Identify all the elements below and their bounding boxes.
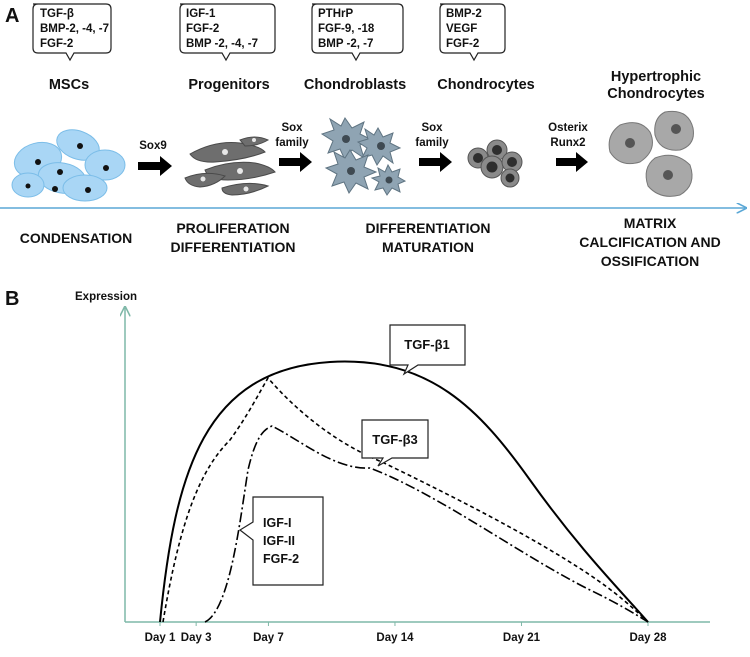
transition-osterix-runx2: Osterix Runx2 bbox=[548, 122, 588, 172]
x-tick-label: Day 7 bbox=[253, 632, 284, 644]
transition-label: Runx2 bbox=[550, 137, 585, 149]
stage-mscs: MSCs bbox=[49, 77, 89, 93]
callout-tgf-b1: TGF-β1 bbox=[389, 324, 466, 376]
x-tick-label: Day 28 bbox=[629, 632, 667, 644]
arrow-right-icon bbox=[138, 156, 172, 176]
series-line-igf bbox=[204, 425, 649, 623]
stage-hypertrophic-2: Chondrocytes bbox=[607, 86, 705, 102]
y-axis-label: Expression bbox=[75, 291, 137, 303]
callout-tgf-b3: TGF-β3 bbox=[361, 419, 429, 467]
factor-text: IGF-1 bbox=[186, 8, 216, 20]
transition-label: Sox bbox=[421, 122, 443, 134]
x-tick-label: Day 14 bbox=[376, 632, 414, 644]
callout-label: FGF-2 bbox=[263, 552, 299, 566]
factor-box-chondroblasts: PTHrP FGF-9, -18 BMP -2, -7 bbox=[311, 3, 404, 62]
x-tick-label: Day 3 bbox=[181, 632, 212, 644]
msc-cells-image bbox=[11, 129, 126, 202]
arrow-right-icon bbox=[419, 152, 452, 172]
chondrocyte-cells-image bbox=[467, 139, 523, 188]
series-line-tgf-b3 bbox=[162, 376, 649, 623]
factor-text: FGF-2 bbox=[40, 38, 73, 50]
transition-label: Sox bbox=[281, 122, 303, 134]
x-tick-label: Day 1 bbox=[145, 632, 176, 644]
factor-text: FGF-9, -18 bbox=[318, 23, 375, 35]
callout-label: IGF-II bbox=[263, 534, 295, 548]
progenitor-cells-image bbox=[184, 136, 276, 196]
factor-text: BMP-2 bbox=[446, 8, 482, 20]
factor-text: VEGF bbox=[446, 23, 477, 35]
factor-text: BMP -2, -7 bbox=[318, 38, 373, 50]
chondroblast-cells-image bbox=[320, 117, 407, 196]
transition-sox9: Sox9 bbox=[138, 140, 172, 176]
stage-chondrocytes: Chondrocytes bbox=[437, 77, 535, 93]
callout-label: TGF-β3 bbox=[372, 432, 418, 447]
factor-text: BMP -2, -4, -7 bbox=[186, 38, 258, 50]
factor-box-mscs: TGF-β BMP-2, -4, -7 FGF-2 bbox=[32, 3, 112, 62]
callout-label: TGF-β1 bbox=[404, 337, 450, 352]
process-differentiation-2: DIFFERENTIATION bbox=[366, 220, 491, 236]
callout-igf: IGF-I IGF-II FGF-2 bbox=[238, 496, 324, 586]
factor-text: PTHrP bbox=[318, 8, 353, 20]
callout-label: IGF-I bbox=[263, 516, 291, 530]
arrow-right-icon bbox=[279, 152, 312, 172]
stage-chondroblasts: Chondroblasts bbox=[304, 77, 406, 93]
transition-label: family bbox=[275, 137, 309, 149]
factor-text: FGF-2 bbox=[186, 23, 219, 35]
panel-a-label: A bbox=[5, 5, 19, 27]
factor-text: BMP-2, -4, -7 bbox=[40, 23, 109, 35]
hypertrophic-cells-image bbox=[608, 110, 694, 197]
factor-box-progenitors: IGF-1 FGF-2 BMP -2, -4, -7 bbox=[179, 3, 276, 62]
stage-progenitors: Progenitors bbox=[188, 77, 269, 93]
process-matrix: MATRIX bbox=[624, 215, 677, 231]
x-tick-label: Day 21 bbox=[503, 632, 541, 644]
transition-sox-family-2: Sox family bbox=[415, 122, 452, 172]
transition-label: Sox9 bbox=[139, 140, 167, 152]
process-differentiation: DIFFERENTIATION bbox=[171, 239, 296, 255]
transition-sox-family-1: Sox family bbox=[275, 122, 312, 172]
factor-text: TGF-β bbox=[40, 8, 74, 20]
factor-box-chondrocytes: BMP-2 VEGF FGF-2 bbox=[439, 3, 506, 62]
panel-b-label: B bbox=[5, 288, 19, 310]
x-ticks: Day 1 Day 3 Day 7 Day 14 Day 21 Day 28 bbox=[145, 622, 667, 644]
process-proliferation: PROLIFERATION bbox=[176, 220, 289, 236]
factor-text: FGF-2 bbox=[446, 38, 479, 50]
process-calcification: CALCIFICATION AND bbox=[579, 234, 721, 250]
series-line-tgf-b1 bbox=[159, 360, 649, 623]
process-maturation: MATURATION bbox=[382, 239, 474, 255]
process-condensation: CONDENSATION bbox=[20, 230, 133, 246]
arrow-right-icon bbox=[556, 152, 588, 172]
stage-hypertrophic: Hypertrophic bbox=[611, 69, 701, 85]
process-ossification: OSSIFICATION bbox=[601, 253, 700, 269]
transition-label: family bbox=[415, 137, 449, 149]
transition-label: Osterix bbox=[548, 122, 588, 134]
